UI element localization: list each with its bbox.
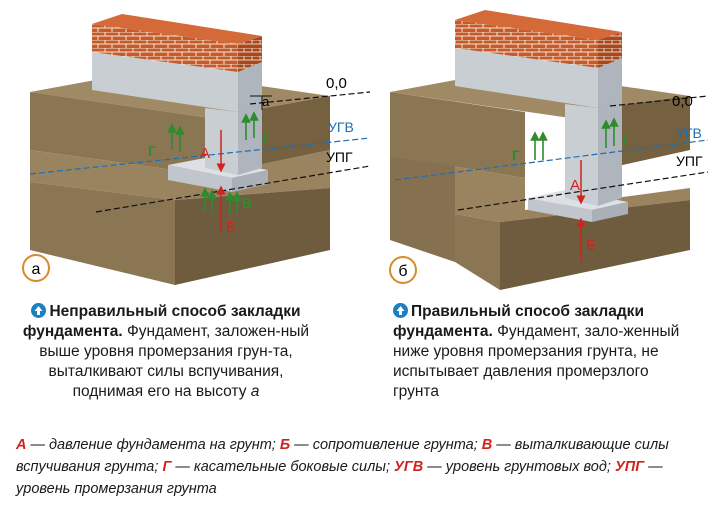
brick-wall-side [238, 36, 262, 72]
force-V-arrows [200, 187, 242, 214]
foundation-stem-front [565, 104, 598, 206]
brick-wall-top [92, 14, 262, 44]
caption-b: Правильный способ закладки фундамента. Ф… [393, 302, 693, 402]
brick-wall-side [598, 32, 622, 68]
caption-b-head: Правильный способ закладки фундамента. [393, 303, 644, 340]
legend-V-text: — выталкивающие силы вспучивания грунта; [16, 437, 669, 475]
level-line-upg [457, 171, 709, 211]
caption-a-head: Неправильный способ закладки фундамента. [22, 303, 301, 340]
panel-b: 0,0 УГВ УПГ А Б Г Г б [389, 10, 709, 290]
force-A-label: А [200, 145, 210, 162]
force-G-right-label: Г [622, 133, 630, 149]
force-G-left-label: Г [512, 147, 520, 163]
label-zero: 0,0 [326, 75, 347, 92]
legend-UPG-key: УПГ [614, 459, 645, 475]
force-G-left-label: Г [148, 143, 156, 159]
beam-side [598, 58, 622, 108]
label-upg: УПГ [676, 153, 703, 169]
legend-G-text: — касательные боковые силы; [171, 459, 395, 475]
force-A-label: А [570, 177, 580, 194]
foundation-pad-side [592, 202, 628, 222]
force-B-label: Б [586, 237, 596, 254]
legend-UPG-text: — уровень промерзания грунта [16, 459, 663, 497]
force-G-right-arrows [601, 117, 619, 148]
level-line-zero [249, 91, 371, 105]
label-height-a: а [262, 94, 270, 109]
force-G-left-arrows [530, 131, 548, 160]
panel-a-badge [22, 254, 50, 282]
soil-lower-front [455, 214, 500, 290]
arrow-up-icon [31, 303, 47, 318]
legend-B-text: — сопротивление грунта; [290, 437, 482, 453]
brick-wall-front [92, 24, 238, 72]
force-V-label: В [242, 195, 252, 211]
soil-upper-front [30, 92, 210, 175]
caption-a-body: Фундамент, заложен-ный выше уровня проме… [39, 323, 310, 400]
caption-b-body: Фундамент, зало-женный ниже уровня проме… [393, 323, 680, 400]
panel-a: 0,0 УГВ УПГ а А Б В Г Г а [22, 14, 371, 285]
legend-UGV-text: — уровень грунтовых вод; [423, 459, 615, 475]
panel-b-badge [389, 256, 417, 284]
label-upg: УПГ [326, 149, 353, 165]
brick-wall-top [455, 10, 622, 40]
legend-B-key: Б [279, 437, 291, 453]
soil-lower-side [175, 188, 330, 285]
legend-V-key: В [481, 437, 493, 453]
force-G-left-arrows [167, 123, 185, 152]
foundation-pad-side [232, 170, 268, 192]
level-line-ugv [394, 139, 709, 181]
panel-b-badge-label: б [398, 263, 407, 280]
beam-side [238, 62, 262, 112]
force-G-right-arrows [241, 111, 259, 140]
caption-a-tail: а [250, 383, 260, 400]
soil-lower-side [500, 200, 690, 290]
arrow-up-icon [393, 303, 408, 318]
panel-a-badge-label: а [32, 261, 41, 278]
level-line-zero [609, 95, 709, 107]
soil-lower-front [30, 182, 175, 285]
caption-a: Неправильный способ закладки фундамента.… [16, 302, 316, 402]
foundation-diagram: 0,0 УГВ УПГ а А Б В Г Г а [22, 10, 709, 290]
brick-wall-front [455, 20, 598, 68]
force-G-right-label: Г [262, 131, 270, 147]
legend-A-key: А [16, 437, 27, 453]
force-B-label: Б [226, 219, 236, 236]
soil-upper-front [390, 92, 525, 178]
foundation-pad-front [528, 198, 592, 222]
level-line-upg [95, 165, 371, 213]
legend-UGV-key: УГВ [394, 459, 424, 475]
level-line-ugv [29, 137, 371, 175]
legend-G-key: Г [162, 459, 172, 475]
foundation-pad-front [168, 165, 232, 192]
legend-A-text: — давление фундамента на грунт; [26, 437, 280, 453]
label-ugv: УГВ [328, 119, 354, 135]
label-zero: 0,0 [672, 93, 693, 110]
foundation-stem-side [238, 104, 262, 175]
label-ugv: УГВ [676, 125, 702, 141]
legend: А — давление фундамента на грунт; Б — со… [16, 434, 706, 500]
soil-lower-front2 [390, 156, 455, 262]
